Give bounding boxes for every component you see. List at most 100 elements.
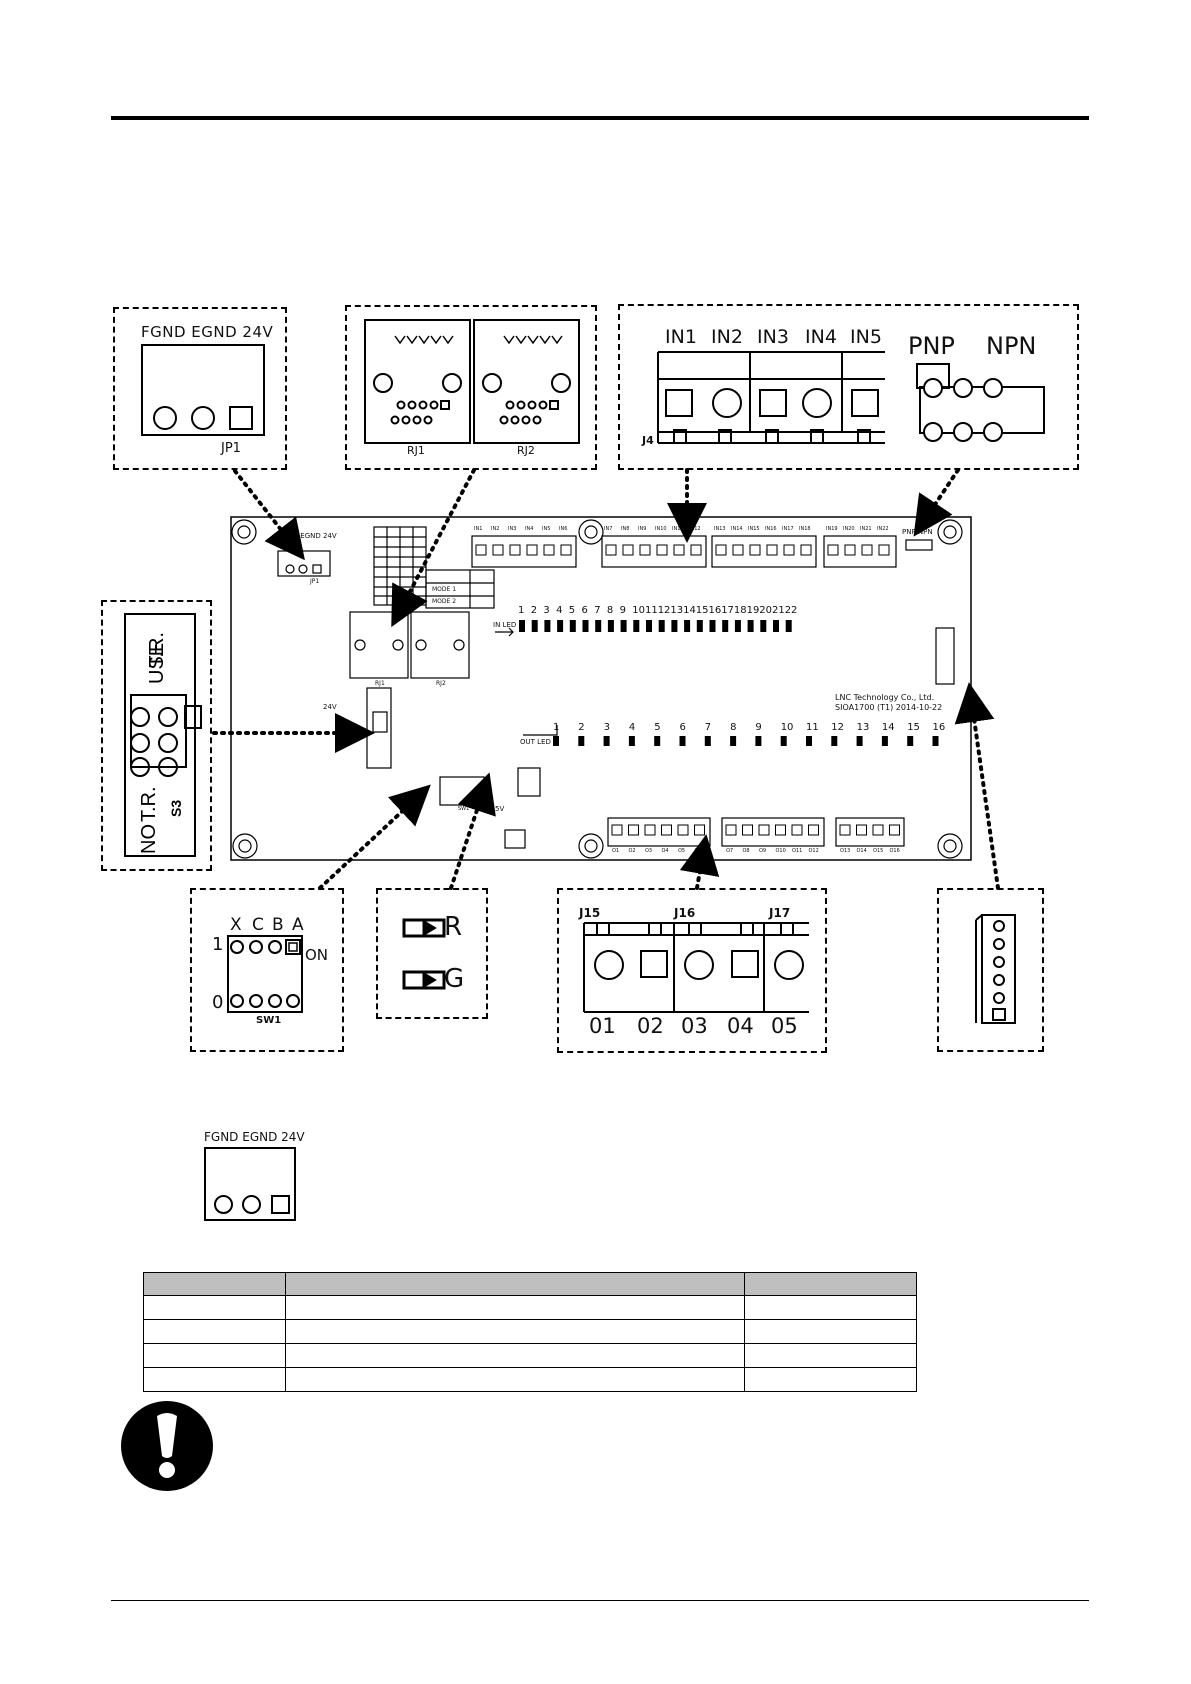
in-led (519, 620, 525, 632)
in-terminal-label: IN8 (621, 526, 630, 532)
in-terminal-label: IN6 (559, 526, 568, 532)
out-led-number: 9 (755, 722, 762, 733)
in-terminal-pin (732, 544, 744, 556)
in-led (709, 620, 716, 632)
sw1-col-a: A (292, 915, 304, 935)
sw1-callout: X C B A 1 0 ON SW1 (190, 888, 344, 1052)
board-mode1-label: MODE 1 (432, 586, 457, 593)
out-terminal-pin (644, 824, 656, 836)
in-led (747, 620, 754, 632)
jp1-pin-square (229, 406, 253, 430)
table-row (143, 1367, 917, 1392)
arrow-sw1 (318, 784, 431, 890)
j17-label: J17 (769, 906, 791, 920)
table-cell (143, 1295, 286, 1320)
arrow-outputs (679, 834, 720, 890)
out-terminal-pin (661, 824, 672, 836)
table-cell (143, 1343, 286, 1368)
header-rule (111, 116, 1089, 120)
out-terminal-label: O1 (612, 848, 620, 854)
out-led-number: 14 (881, 722, 895, 733)
in-terminal-pin (560, 544, 572, 556)
out-terminal-label: O9 (759, 848, 767, 854)
out-label: 03 (681, 1014, 708, 1038)
out-led-number: 15 (907, 722, 920, 733)
in-terminal-label: IN20 (843, 526, 855, 532)
in-led-number: 6 (581, 605, 588, 616)
arrow-leds (449, 772, 496, 890)
in-terminal-pin (783, 544, 795, 556)
s3-no-label: NO (138, 824, 160, 854)
in-led-number: 17 (721, 605, 734, 616)
arrow-rj (391, 468, 476, 628)
out-led (881, 736, 888, 746)
table-cell (285, 1319, 745, 1344)
out-terminal-pin (889, 824, 900, 836)
npn-label: NPN (986, 332, 1037, 360)
led-green-label: G (444, 964, 465, 994)
in-label: IN4 (805, 326, 837, 348)
in-led-number: 22 (784, 605, 798, 616)
in-led (582, 620, 589, 632)
in-label: IN1 (665, 326, 697, 348)
table-header-row (143, 1272, 917, 1296)
table-cell (143, 1367, 286, 1392)
out-terminal-pin (758, 824, 770, 836)
in-led-number: 11 (645, 605, 658, 616)
in-terminal-pin (639, 544, 651, 556)
in-led-number: 1 (518, 605, 525, 616)
in-terminal-pin (827, 544, 839, 556)
in-terminal-pin (878, 544, 890, 556)
sw1-col-c: C (252, 915, 264, 935)
in-terminal-pin (766, 544, 778, 556)
in-led (722, 620, 729, 632)
table-cell (744, 1343, 917, 1368)
out-terminal-label: O3 (645, 848, 653, 854)
in-terminal-label: IN17 (782, 526, 794, 532)
in-led-row (519, 620, 792, 632)
in-terminal-pin (844, 544, 856, 556)
pin (214, 1195, 233, 1214)
board-5v-label: 5V (495, 805, 505, 813)
in-led (569, 620, 576, 632)
in-label: IN5 (850, 326, 882, 348)
in-terminal-label: IN4 (525, 526, 534, 532)
jp1-pin (153, 406, 177, 430)
out-terminal-pin (611, 824, 623, 836)
input-labels-row: IN1 IN2 IN3 IN4 IN5 (665, 326, 882, 348)
jp1-small-figure: FGND EGND 24V (200, 1130, 320, 1225)
board-company-label: LNC Technology Co., Ltd. (835, 693, 935, 702)
out-terminal-label: O16 (889, 848, 900, 854)
out-terminal-label: O4 (661, 848, 669, 854)
jp1-header-label: FGND EGND 24V (141, 323, 274, 341)
in-led (633, 620, 640, 632)
in-led (531, 620, 538, 632)
input-terminal-callout: IN1 IN2 IN3 IN4 IN5 J4 PNP NPN (618, 304, 1079, 470)
in-terminal-label: IN9 (638, 526, 647, 532)
out-led-number: 10 (780, 722, 794, 733)
in-led-number: 20 (759, 605, 773, 616)
in-led-number: 18 (733, 605, 747, 616)
sw1-row0: 0 (212, 992, 224, 1013)
out-led-number: 7 (704, 722, 712, 733)
in-led-number: 9 (619, 605, 626, 616)
table-cell (285, 1367, 745, 1392)
in-terminal-label: IN16 (765, 526, 777, 532)
table-cell (285, 1343, 745, 1368)
in-terminal-pin (622, 544, 634, 556)
in-terminal-pin (475, 544, 487, 556)
warning-exclamation-icon (121, 1401, 213, 1491)
s3-use-label: USE (146, 643, 168, 684)
in-led (557, 620, 564, 632)
jp1-callout: FGND EGND 24V JP1 (113, 307, 287, 470)
out-led (831, 736, 838, 746)
out-terminal-label: O2 (628, 848, 636, 854)
side-connector-callout (937, 888, 1044, 1052)
out-led (578, 736, 585, 746)
board-jp1-header: FGND EGND 24V (278, 532, 337, 540)
out-led-number: 5 (654, 722, 661, 733)
table-row (143, 1319, 917, 1344)
in-terminal-label: IN5 (542, 526, 551, 532)
out-led-number: 16 (932, 722, 946, 733)
in-terminal-pin (673, 544, 685, 556)
